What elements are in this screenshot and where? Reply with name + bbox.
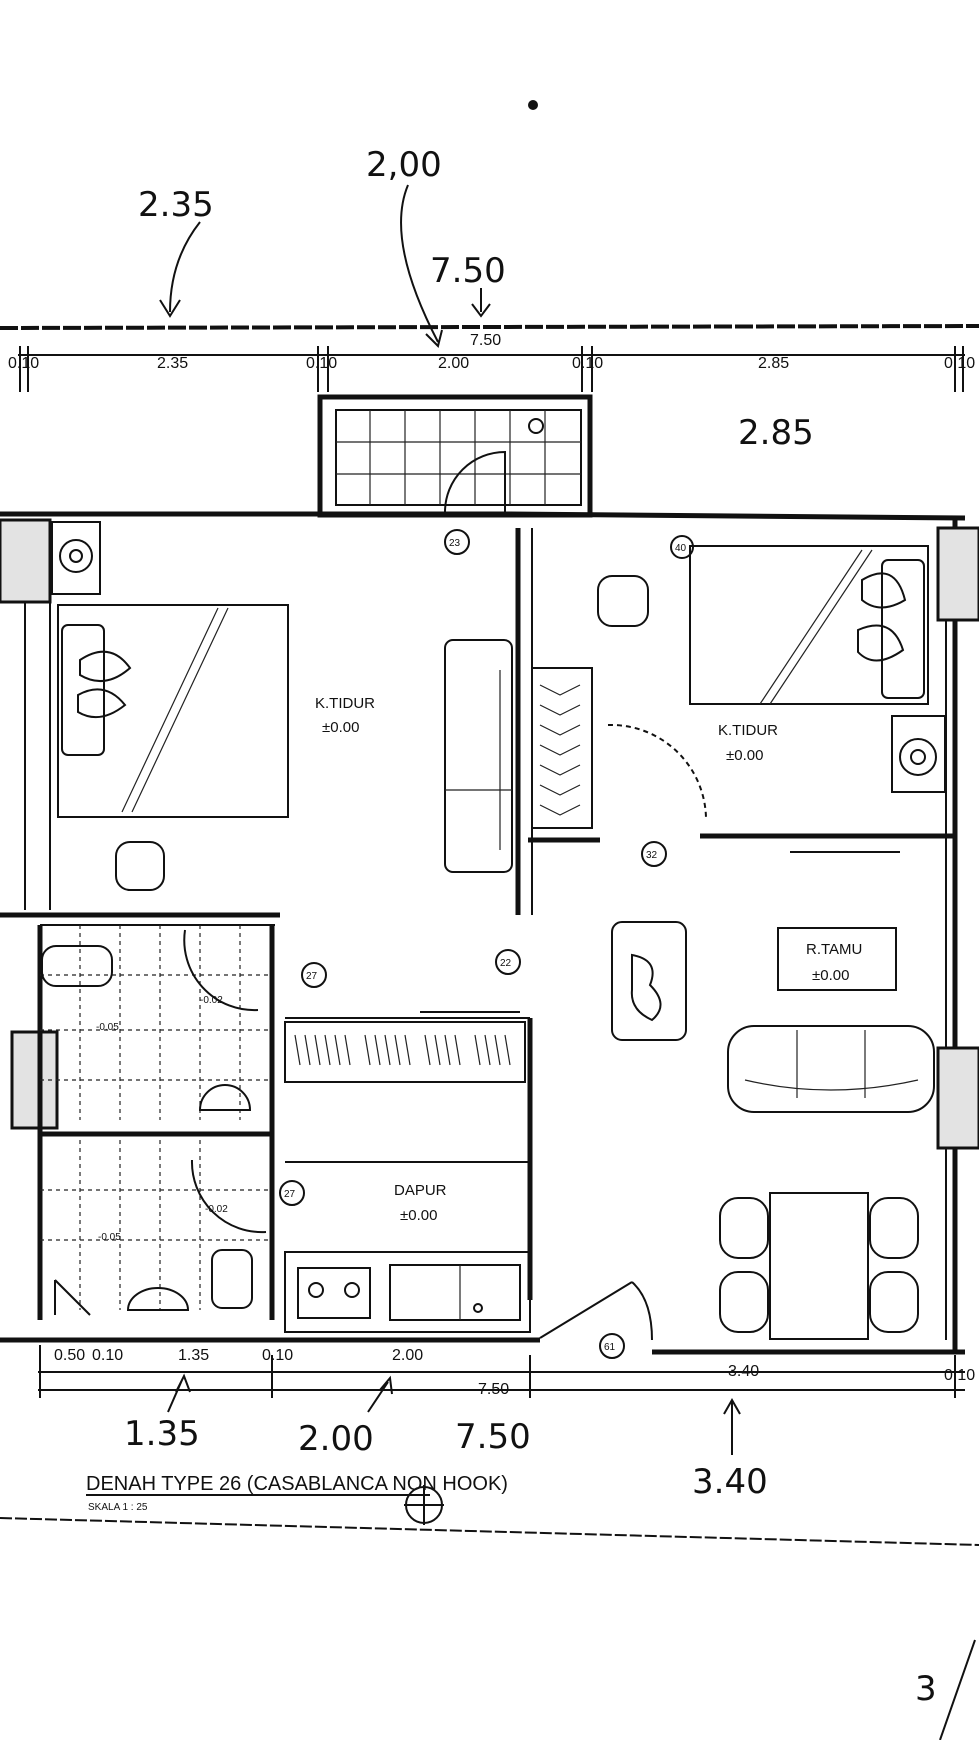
kitchen-level: ±0.00	[400, 1207, 437, 1224]
hand-arrow-top-left	[159, 221, 201, 318]
top-seg-1: 0.10	[8, 355, 39, 372]
marker-22: 22	[495, 949, 521, 975]
marker-32: 32	[641, 841, 667, 867]
living-room-level: ±0.00	[812, 967, 849, 984]
wardrobe-right	[531, 667, 593, 829]
bottom-seg-4: 0.10	[262, 1347, 293, 1364]
bottom-dim-ticks	[39, 1345, 956, 1398]
balcony-door-swing	[444, 450, 506, 513]
bedroom-right-name: K.TIDUR	[718, 722, 778, 739]
entry-door-swing	[539, 1281, 653, 1341]
hand-corner-stroke	[939, 1639, 976, 1740]
top-seg-2: 2.35	[157, 355, 188, 372]
marker-27-upper: 27	[301, 962, 327, 988]
bathroom-upper	[40, 925, 272, 1120]
bedroom-left-name: K.TIDUR	[315, 695, 375, 712]
ac-unit-right	[891, 715, 946, 793]
chair-right-bedroom	[597, 575, 649, 627]
interior-walls	[0, 528, 955, 1320]
hand-arrow-top-total	[471, 288, 491, 318]
top-seg-5: 0.10	[572, 355, 603, 372]
bed-left	[57, 604, 289, 818]
top-seg-7: 0.10	[944, 355, 975, 372]
bottom-seg-3: 1.35	[178, 1347, 209, 1364]
svg-text:61: 61	[604, 1342, 616, 1353]
hand-corner-mark: 3	[915, 1669, 937, 1709]
plan-scale: SKALA 1 : 25	[88, 1502, 148, 1513]
top-dim-ticks	[19, 346, 964, 392]
hand-label-top-left: 2.35	[138, 185, 214, 225]
dining-set	[719, 1192, 919, 1340]
hand-label-bottom-left: 1.35	[124, 1414, 200, 1454]
bath-upper-sub: -0.05	[96, 1022, 119, 1033]
svg-text:27: 27	[306, 971, 318, 982]
hand-arrow-bottom-mid	[367, 1375, 393, 1413]
hand-label-bottom-right: 3.40	[692, 1462, 768, 1502]
living-room-name: R.TAMU	[806, 941, 862, 958]
bed-right	[689, 545, 929, 705]
hand-label-top-total: 7.50	[430, 251, 506, 291]
bottom-seg-1: 0.50	[54, 1347, 85, 1364]
bedroom-right-door-swing	[607, 723, 707, 819]
hand-arrow-bottom-right	[723, 1397, 741, 1455]
sofa	[727, 1025, 935, 1113]
stool-left	[115, 841, 165, 891]
svg-text:23: 23	[449, 538, 461, 549]
wardrobe-left	[444, 639, 513, 873]
marker-61: 61	[599, 1333, 625, 1359]
hand-arrow-top-mid	[400, 184, 443, 348]
svg-text:40: 40	[675, 543, 687, 554]
hand-label-top-mid: 2,00	[366, 145, 442, 185]
kitchen-name: DAPUR	[394, 1182, 447, 1199]
marker-23: 23	[444, 529, 470, 555]
kitchen-counter-lower	[284, 1251, 531, 1333]
hand-arrow-bottom-left	[167, 1373, 191, 1413]
bath-upper-level: -0.02	[200, 995, 223, 1006]
bath-lower-sub: -0.05	[98, 1232, 121, 1243]
bottom-seg-7: 0.10	[944, 1367, 975, 1384]
hand-label-top-right: 2.85	[738, 413, 814, 453]
kitchen-counter-upper	[284, 1021, 526, 1083]
bottom-seg-2: 0.10	[92, 1347, 123, 1364]
plan-title: DENAH TYPE 26 (CASABLANCA NON HOOK)	[86, 1473, 508, 1495]
bath-lower-level: -0.02	[205, 1204, 228, 1215]
hand-label-bottom-mid: 2.00	[298, 1419, 374, 1459]
bottom-seg-5: 2.00	[392, 1347, 423, 1364]
svg-text:27: 27	[284, 1189, 296, 1200]
bedroom-left-level: ±0.00	[322, 719, 359, 736]
svg-text:32: 32	[646, 850, 658, 861]
marker-40: 40	[670, 535, 694, 559]
marker-27-lower: 27	[279, 1180, 305, 1206]
svg-text:22: 22	[500, 958, 512, 969]
top-seg-4: 2.00	[438, 355, 469, 372]
top-seg-6: 2.85	[758, 355, 789, 372]
hand-label-bottom-total: 7.50	[455, 1417, 531, 1457]
ac-unit-left	[51, 521, 101, 595]
room-label-box	[777, 927, 897, 991]
armchair	[611, 921, 687, 1041]
columns	[0, 518, 979, 1150]
bedroom-right-level: ±0.00	[726, 747, 763, 764]
top-border-line	[0, 324, 979, 330]
bottom-border-line	[0, 1517, 979, 1546]
ink-dot	[528, 100, 538, 110]
outer-walls	[0, 511, 966, 1355]
balcony	[317, 394, 593, 518]
bottom-seg-6: 3.40	[728, 1363, 759, 1380]
top-total-dim: 7.50	[470, 332, 501, 349]
bottom-total-dim: 7.50	[478, 1381, 509, 1398]
north-arrow-icon	[404, 1485, 444, 1525]
top-seg-3: 0.10	[306, 355, 337, 372]
bathroom-lower	[40, 1140, 272, 1316]
